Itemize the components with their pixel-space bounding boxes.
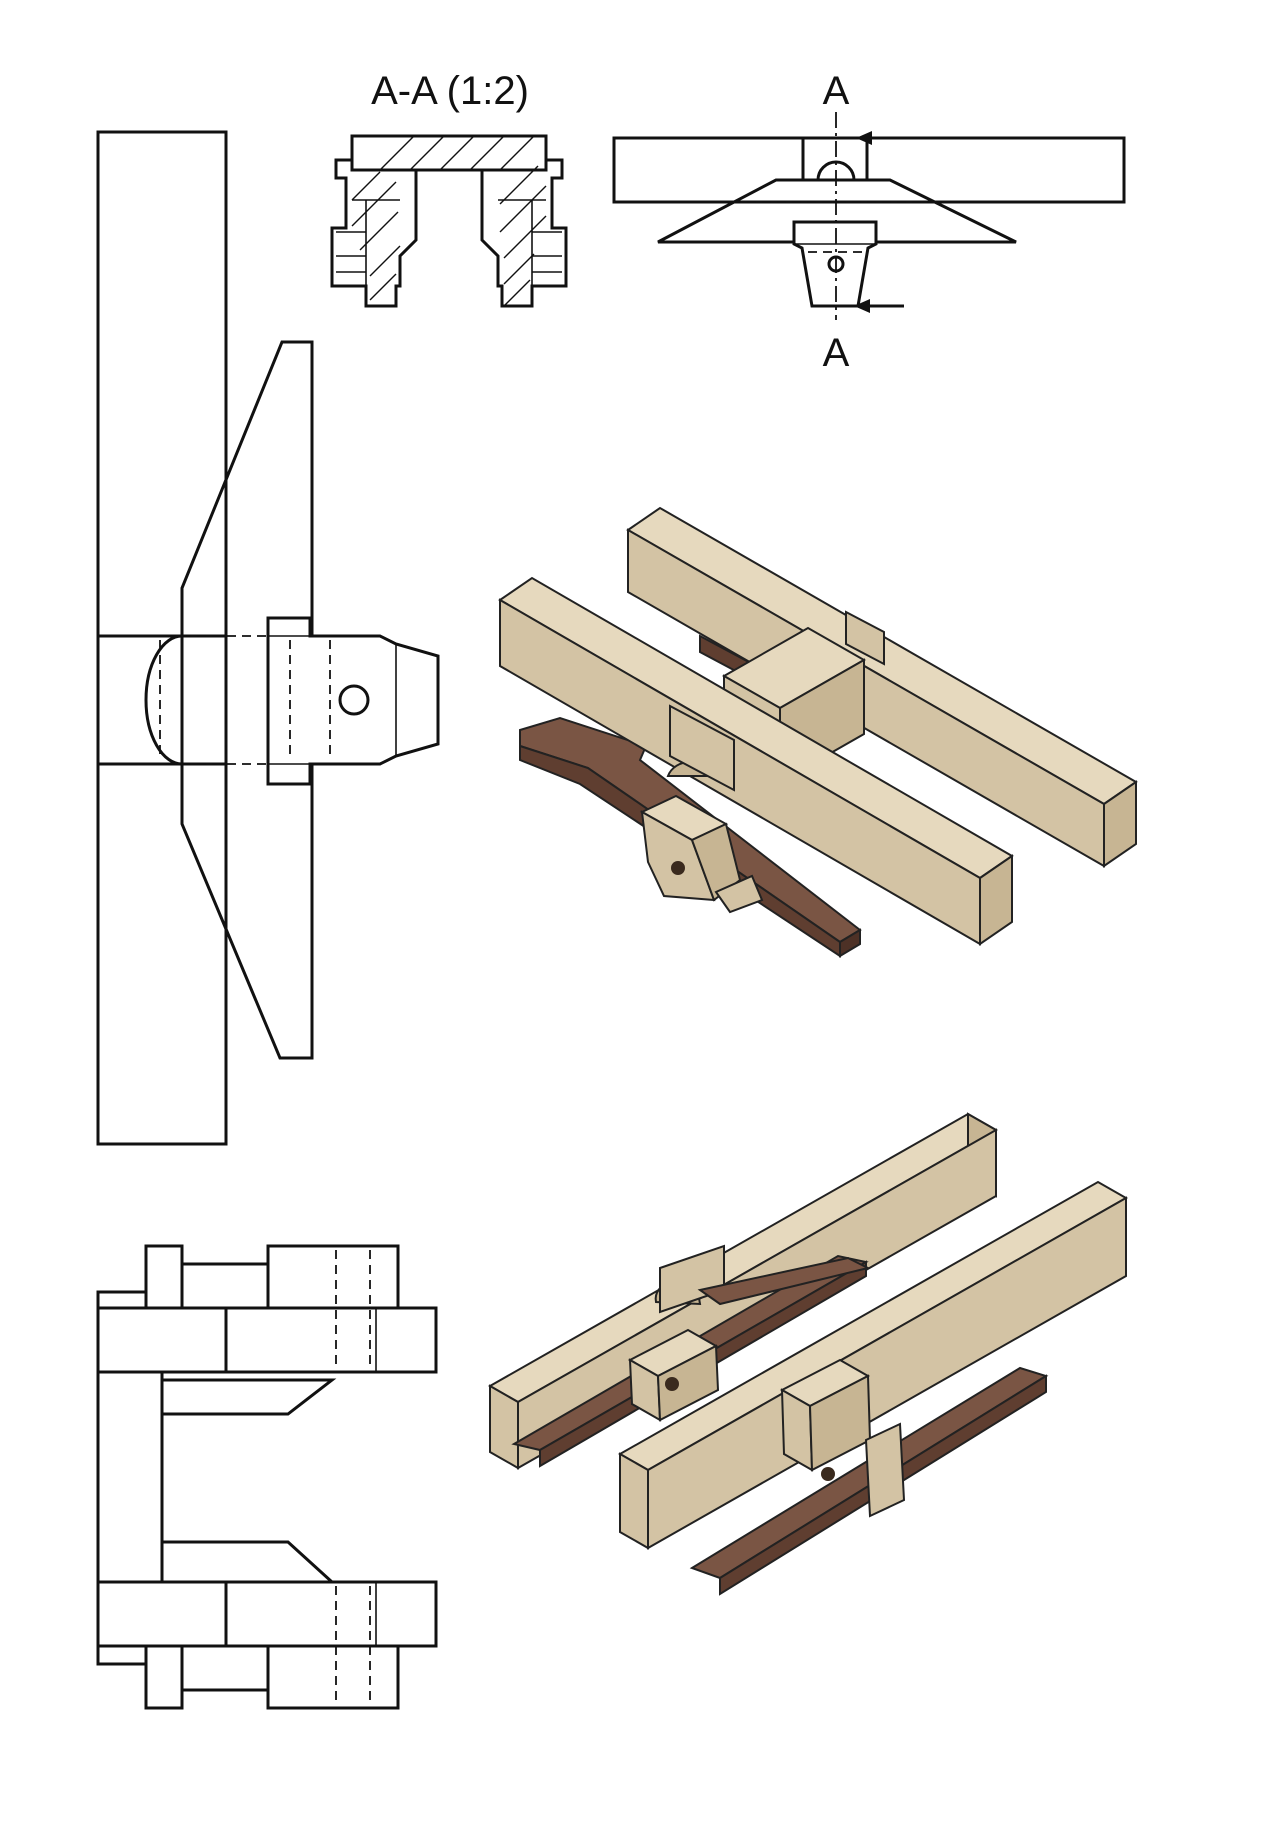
section-right-leg xyxy=(480,136,568,308)
isometric-view-top xyxy=(498,506,1138,958)
section-title: A-A (1:2) xyxy=(371,69,529,113)
cut-label-bottom: A xyxy=(823,331,850,375)
section-hatching xyxy=(350,134,548,172)
side-view xyxy=(96,1244,438,1710)
top-view: A A xyxy=(612,69,1126,375)
front-view xyxy=(96,130,440,1146)
cut-label-top: A xyxy=(823,69,850,113)
section-left-leg xyxy=(330,136,418,308)
isometric-view-bottom xyxy=(487,1112,1129,1596)
section-view-aa: A-A (1:2) xyxy=(330,69,568,308)
